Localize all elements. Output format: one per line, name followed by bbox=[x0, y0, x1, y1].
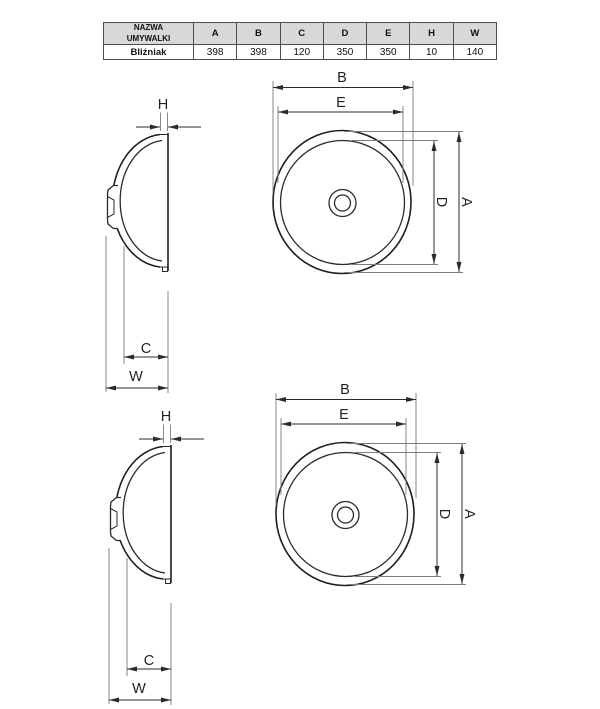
value-D: 350 bbox=[322, 44, 368, 60]
value-W: 140 bbox=[452, 44, 498, 60]
spec-table: NAZWA UMYWALKI A B C D E H W Bliźniak 39… bbox=[103, 22, 498, 60]
col-header-E: E bbox=[366, 22, 411, 45]
col-header-H: H bbox=[409, 22, 454, 45]
figure-set-bottom bbox=[109, 382, 477, 705]
spec-name-header: NAZWA UMYWALKI bbox=[103, 22, 194, 45]
value-C: 120 bbox=[279, 44, 324, 60]
value-E: 350 bbox=[366, 44, 411, 60]
value-B: 398 bbox=[236, 44, 281, 60]
spec-table-data-row: Bliźniak 398 398 120 350 350 10 140 bbox=[103, 44, 498, 60]
figure-set-top bbox=[106, 70, 474, 393]
col-header-A: A bbox=[192, 22, 238, 45]
product-name: Bliźniak bbox=[103, 44, 194, 60]
value-A: 398 bbox=[192, 44, 238, 60]
